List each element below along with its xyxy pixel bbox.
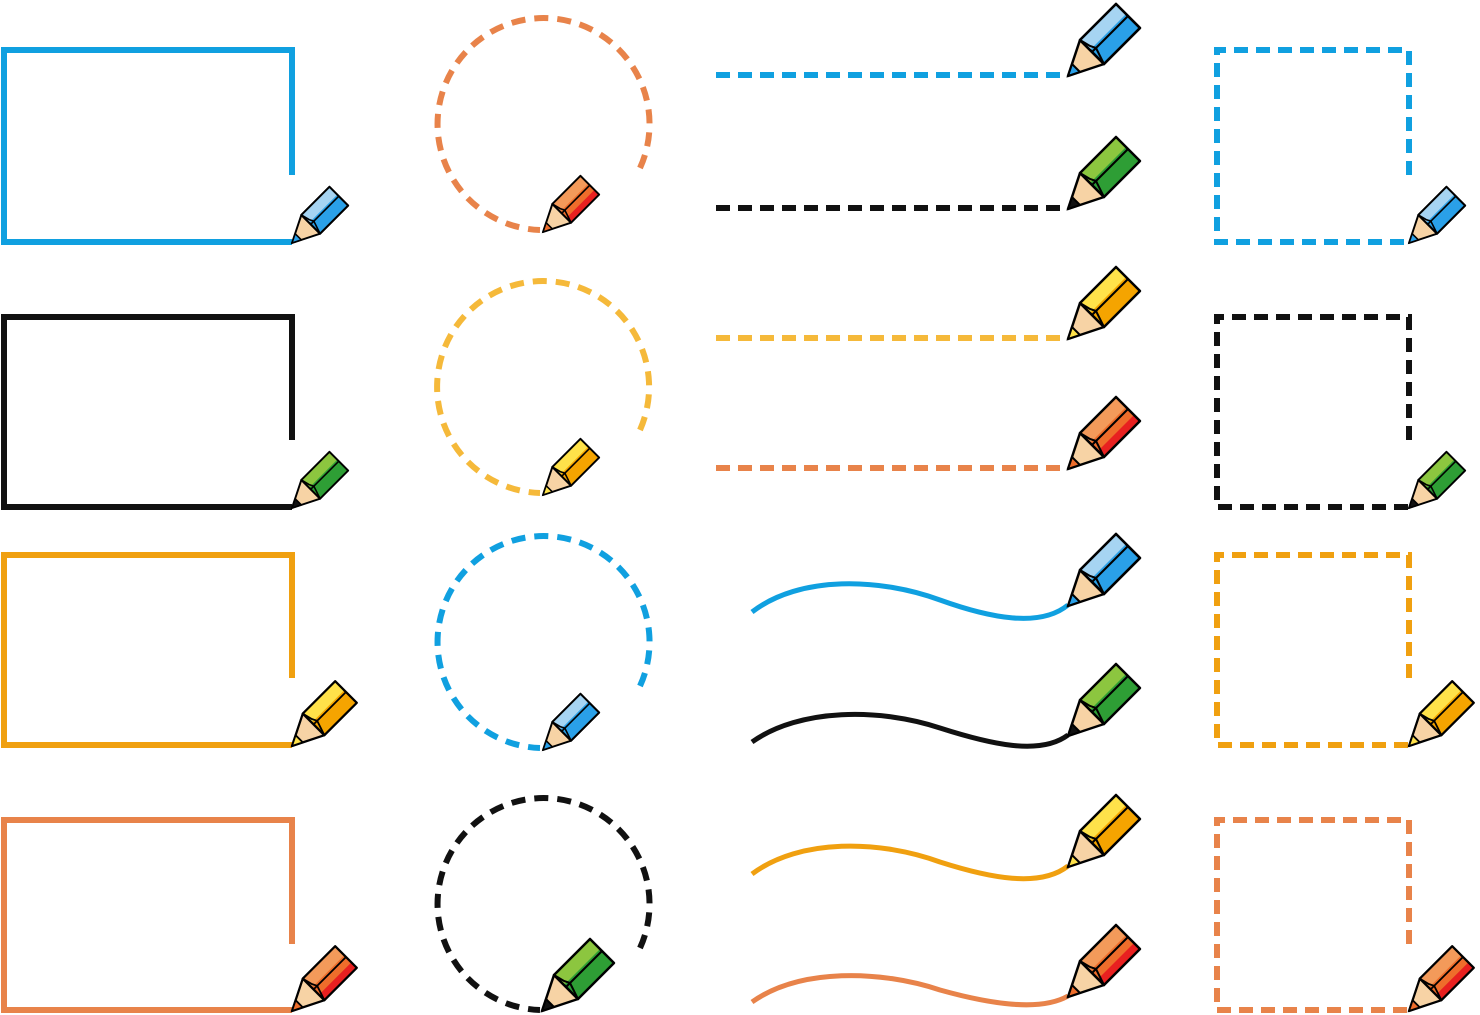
frame-stroke xyxy=(1214,817,1412,1013)
frame-stroke xyxy=(1214,314,1412,510)
frame-rect-dash-1 xyxy=(1214,47,1467,245)
green-pencil-icon xyxy=(291,450,350,509)
frame-line-dash-2 xyxy=(716,135,1142,211)
frame-stroke xyxy=(434,795,653,1013)
frame-rect-dash-2 xyxy=(1214,314,1467,510)
blue-pencil-icon xyxy=(1066,532,1142,608)
blue-pencil-icon xyxy=(291,185,350,244)
frame-stroke xyxy=(1214,47,1412,245)
green-pencil-icon xyxy=(1408,450,1467,509)
blue-pencil-icon xyxy=(542,692,601,751)
frame-rect-dash-4 xyxy=(1214,817,1475,1013)
frame-circle-dash-1 xyxy=(434,15,653,233)
frame-stroke xyxy=(750,973,1070,1008)
frame-stroke xyxy=(750,581,1070,621)
blue-pencil-icon xyxy=(1066,2,1142,78)
frame-rect-solid-1 xyxy=(1,47,350,245)
green-pencil-icon xyxy=(1066,135,1142,211)
frame-line-dash-3 xyxy=(716,265,1142,341)
yellow-pencil-icon xyxy=(1407,680,1475,748)
frame-stroke xyxy=(1,47,295,245)
yellow-pencil-icon xyxy=(1066,265,1142,341)
frame-circle-dash-2 xyxy=(434,278,653,496)
frame-rect-solid-4 xyxy=(1,817,358,1013)
yellow-pencil-icon xyxy=(1066,793,1142,869)
frame-rect-solid-3 xyxy=(1,552,358,748)
orange-pencil-icon xyxy=(1066,923,1142,999)
frame-stroke xyxy=(1,552,295,748)
orange-pencil-icon xyxy=(542,174,601,233)
frame-stroke xyxy=(434,278,653,496)
frame-stroke xyxy=(434,15,653,233)
yellow-pencil-icon xyxy=(290,680,358,748)
frame-wave-solid-4 xyxy=(750,923,1142,1008)
yellow-pencil-icon xyxy=(542,437,601,496)
green-pencil-icon xyxy=(540,937,616,1013)
frame-stroke xyxy=(1,817,295,1013)
green-pencil-icon xyxy=(1066,662,1142,738)
frame-wave-solid-1 xyxy=(750,532,1142,621)
frame-stroke xyxy=(750,843,1070,882)
frame-line-dash-1 xyxy=(716,2,1142,78)
frame-rect-solid-2 xyxy=(1,314,350,510)
frame-rect-dash-3 xyxy=(1214,552,1475,748)
frame-circle-dash-3 xyxy=(434,533,653,751)
orange-pencil-icon xyxy=(290,945,358,1013)
frame-stroke xyxy=(1,314,295,510)
orange-pencil-icon xyxy=(1066,395,1142,471)
orange-pencil-icon xyxy=(1407,945,1475,1013)
frame-wave-solid-2 xyxy=(750,662,1142,749)
frame-stroke xyxy=(1214,552,1412,748)
frame-stroke xyxy=(750,711,1070,749)
frame-circle-dash-4 xyxy=(434,795,653,1013)
frame-wave-solid-3 xyxy=(750,793,1142,882)
blue-pencil-icon xyxy=(1408,185,1467,244)
frame-stroke xyxy=(434,533,653,751)
frame-line-dash-4 xyxy=(716,395,1142,471)
